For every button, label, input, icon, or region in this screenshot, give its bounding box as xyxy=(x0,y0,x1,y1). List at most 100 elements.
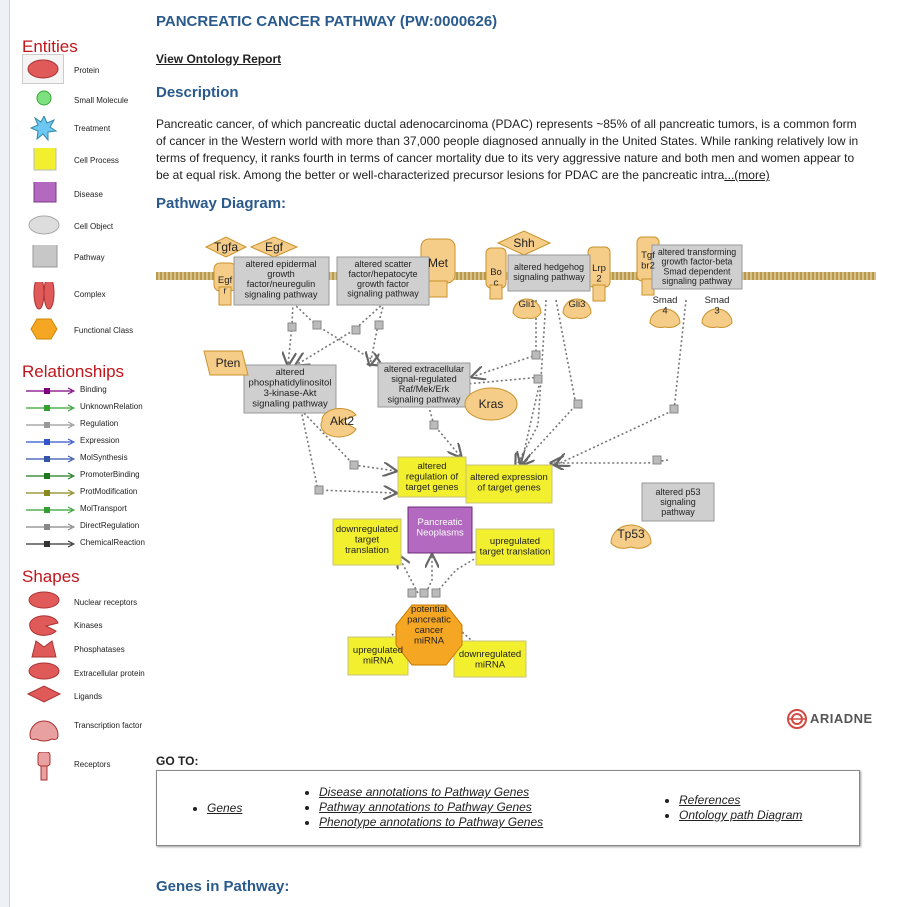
goto-genes-link[interactable]: Genes xyxy=(207,801,243,815)
legend-panel: Entities Protein Small Molecule Treatmen… xyxy=(14,0,145,907)
extracellular-protein-icon xyxy=(24,661,60,687)
pathway-box-hedgehog xyxy=(507,254,591,292)
pathway-diagram-heading: Pathway Diagram: xyxy=(156,195,287,212)
kinase-akt2 xyxy=(320,408,357,438)
legend-complex: Complex xyxy=(22,276,152,310)
goto-phenotype-annotations-link[interactable]: Phenotype annotations to Pathway Genes xyxy=(319,815,544,829)
label-gli3: Gli3 xyxy=(569,299,586,310)
label-tgfa: Tgfa xyxy=(214,240,238,254)
goto-references-link[interactable]: References xyxy=(679,793,741,807)
protein-kras xyxy=(464,387,518,421)
more-link[interactable]: ...(more) xyxy=(724,168,770,182)
page-title: PANCREATIC CANCER PATHWAY (PW:0000626) xyxy=(156,13,498,30)
legend-pathway: Pathway xyxy=(22,242,152,271)
goto-heading: GO TO: xyxy=(156,754,199,768)
legend-relation-label: ChemicalReaction xyxy=(80,538,145,547)
ariadne-logo: ARIADNE xyxy=(786,708,876,732)
functional-class-mirna xyxy=(395,604,463,666)
disease-pancreatic-neoplasms xyxy=(407,506,473,554)
legend-protein: Protein xyxy=(22,54,152,84)
process-downregulated-translation xyxy=(332,518,402,566)
legend-cell-process: Cell Process xyxy=(22,145,152,174)
process-regulation xyxy=(397,456,467,498)
label-met: Met xyxy=(428,256,449,270)
legend-treatment: Treatment xyxy=(22,114,152,142)
pathway-square-icon xyxy=(24,242,58,271)
pathway-box-tgfb xyxy=(651,244,743,290)
legend-disease: Disease xyxy=(22,179,152,208)
phosphatase-icon xyxy=(24,637,58,663)
legend-cell-object: Cell Object xyxy=(22,214,152,240)
protein-gli1 xyxy=(512,298,542,319)
legend-relation-promoterbinding: PromoterBinding xyxy=(22,469,152,483)
ariadne-logo-icon xyxy=(787,709,807,729)
relation-line-icon xyxy=(26,506,76,514)
goto-ontology-path-link[interactable]: Ontology path Diagram xyxy=(679,808,803,822)
pathway-box-met xyxy=(336,256,430,306)
process-downregulated-mirna xyxy=(453,640,527,678)
legend-relation-label: UnknownRelation xyxy=(80,402,143,411)
legend-relationships-title: Relationships xyxy=(22,362,125,381)
legend-relation-label: DirectRegulation xyxy=(80,521,140,530)
goto-box: Genes Disease annotations to Pathway Gen… xyxy=(156,770,860,846)
legend-relation-label: MolTransport xyxy=(80,504,127,513)
legend-relation-label: Expression xyxy=(80,436,120,445)
relation-line-icon xyxy=(26,387,76,395)
receptor-egfr xyxy=(213,262,237,306)
relation-line-icon xyxy=(26,540,76,548)
complex-icon xyxy=(24,276,58,310)
relation-line-icon xyxy=(26,523,76,531)
kinase-icon xyxy=(24,613,59,639)
ligand-shh xyxy=(496,230,552,256)
pathway-box-erk xyxy=(377,362,471,408)
goto-disease-annotations-link[interactable]: Disease annotations to Pathway Genes xyxy=(319,785,530,799)
view-ontology-report-link[interactable]: View Ontology Report xyxy=(156,52,282,66)
ligand-nodes xyxy=(204,230,552,258)
legend-relation-directregulation: DirectRegulation xyxy=(22,520,152,534)
legend-relation-label: ProtModification xyxy=(80,487,138,496)
receptor-icon xyxy=(24,751,58,781)
legend-relation-regulation: Regulation xyxy=(22,418,152,432)
description-heading: Description xyxy=(156,84,239,101)
legend-kinases: Kinases xyxy=(22,613,152,639)
genes-in-pathway-heading: Genes in Pathway: xyxy=(156,878,290,895)
phosphatase-pten xyxy=(203,350,249,376)
pathway-box-p53 xyxy=(641,482,715,522)
legend-relation-expression: Expression xyxy=(22,435,152,449)
label-kras: Kras xyxy=(479,397,504,411)
protein-smad4 xyxy=(649,308,681,328)
legend-relation-moltransport: MolTransport xyxy=(22,503,152,517)
small-molecule-circle-icon xyxy=(24,88,58,114)
legend-relation-label: MolSynthesis xyxy=(80,453,128,462)
label-pten: Pten xyxy=(216,356,241,370)
legend-nuclear-receptors: Nuclear receptors xyxy=(22,590,152,616)
description-text: Pancreatic cancer, of which pancreatic d… xyxy=(156,116,866,184)
label-egf: Egf xyxy=(265,240,284,254)
receptor-lrp2 xyxy=(587,246,611,302)
disease-square-icon xyxy=(24,179,58,208)
pathway-box-pi3k xyxy=(243,364,337,414)
legend-shapes-title: Shapes xyxy=(22,567,80,586)
ariadne-logo-text: ARIADNE xyxy=(810,711,873,726)
label-tp53: Tp53 xyxy=(617,527,645,541)
label-shh: Shh xyxy=(513,236,534,250)
legend-entities-title: Entities xyxy=(22,37,78,56)
goto-col1: Genes xyxy=(189,801,242,816)
goto-pathway-annotations-link[interactable]: Pathway annotations to Pathway Genes xyxy=(319,800,532,814)
receptor-boc xyxy=(485,247,507,300)
process-upregulated-translation xyxy=(475,528,555,566)
left-frame-border xyxy=(0,0,10,907)
label-gli1: Gli1 xyxy=(519,299,536,310)
